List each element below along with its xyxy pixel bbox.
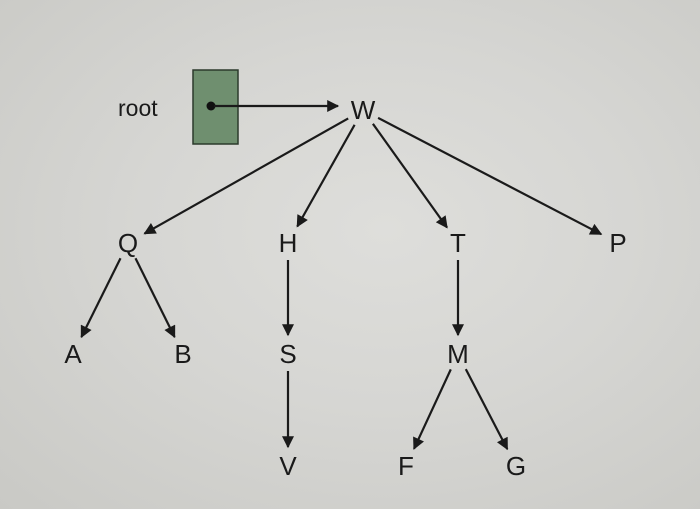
node-h: H [279,228,298,258]
node-f: F [398,451,414,481]
root-label: root [118,95,158,121]
node-b: B [174,339,191,369]
node-m: M [447,339,469,369]
root-pointer-dot [206,101,216,111]
edge-q-a [80,257,122,339]
edge-w-q [143,117,349,235]
node-q: Q [118,228,138,258]
node-g: G [506,451,526,481]
node-a: A [64,339,82,369]
edge-m-f [413,368,452,450]
edge-w-t [372,123,448,229]
tree-nodes: W Q H T P A B S M V F G [64,95,626,481]
edge-w-p [377,116,603,236]
edge-w-h [296,124,356,228]
node-w: W [351,95,376,125]
node-v: V [279,451,297,481]
node-p: P [609,228,626,258]
node-t: T [450,228,466,258]
node-s: S [279,339,296,369]
tree-edges [80,116,603,451]
edge-m-g [464,368,509,451]
edge-q-b [134,257,176,339]
